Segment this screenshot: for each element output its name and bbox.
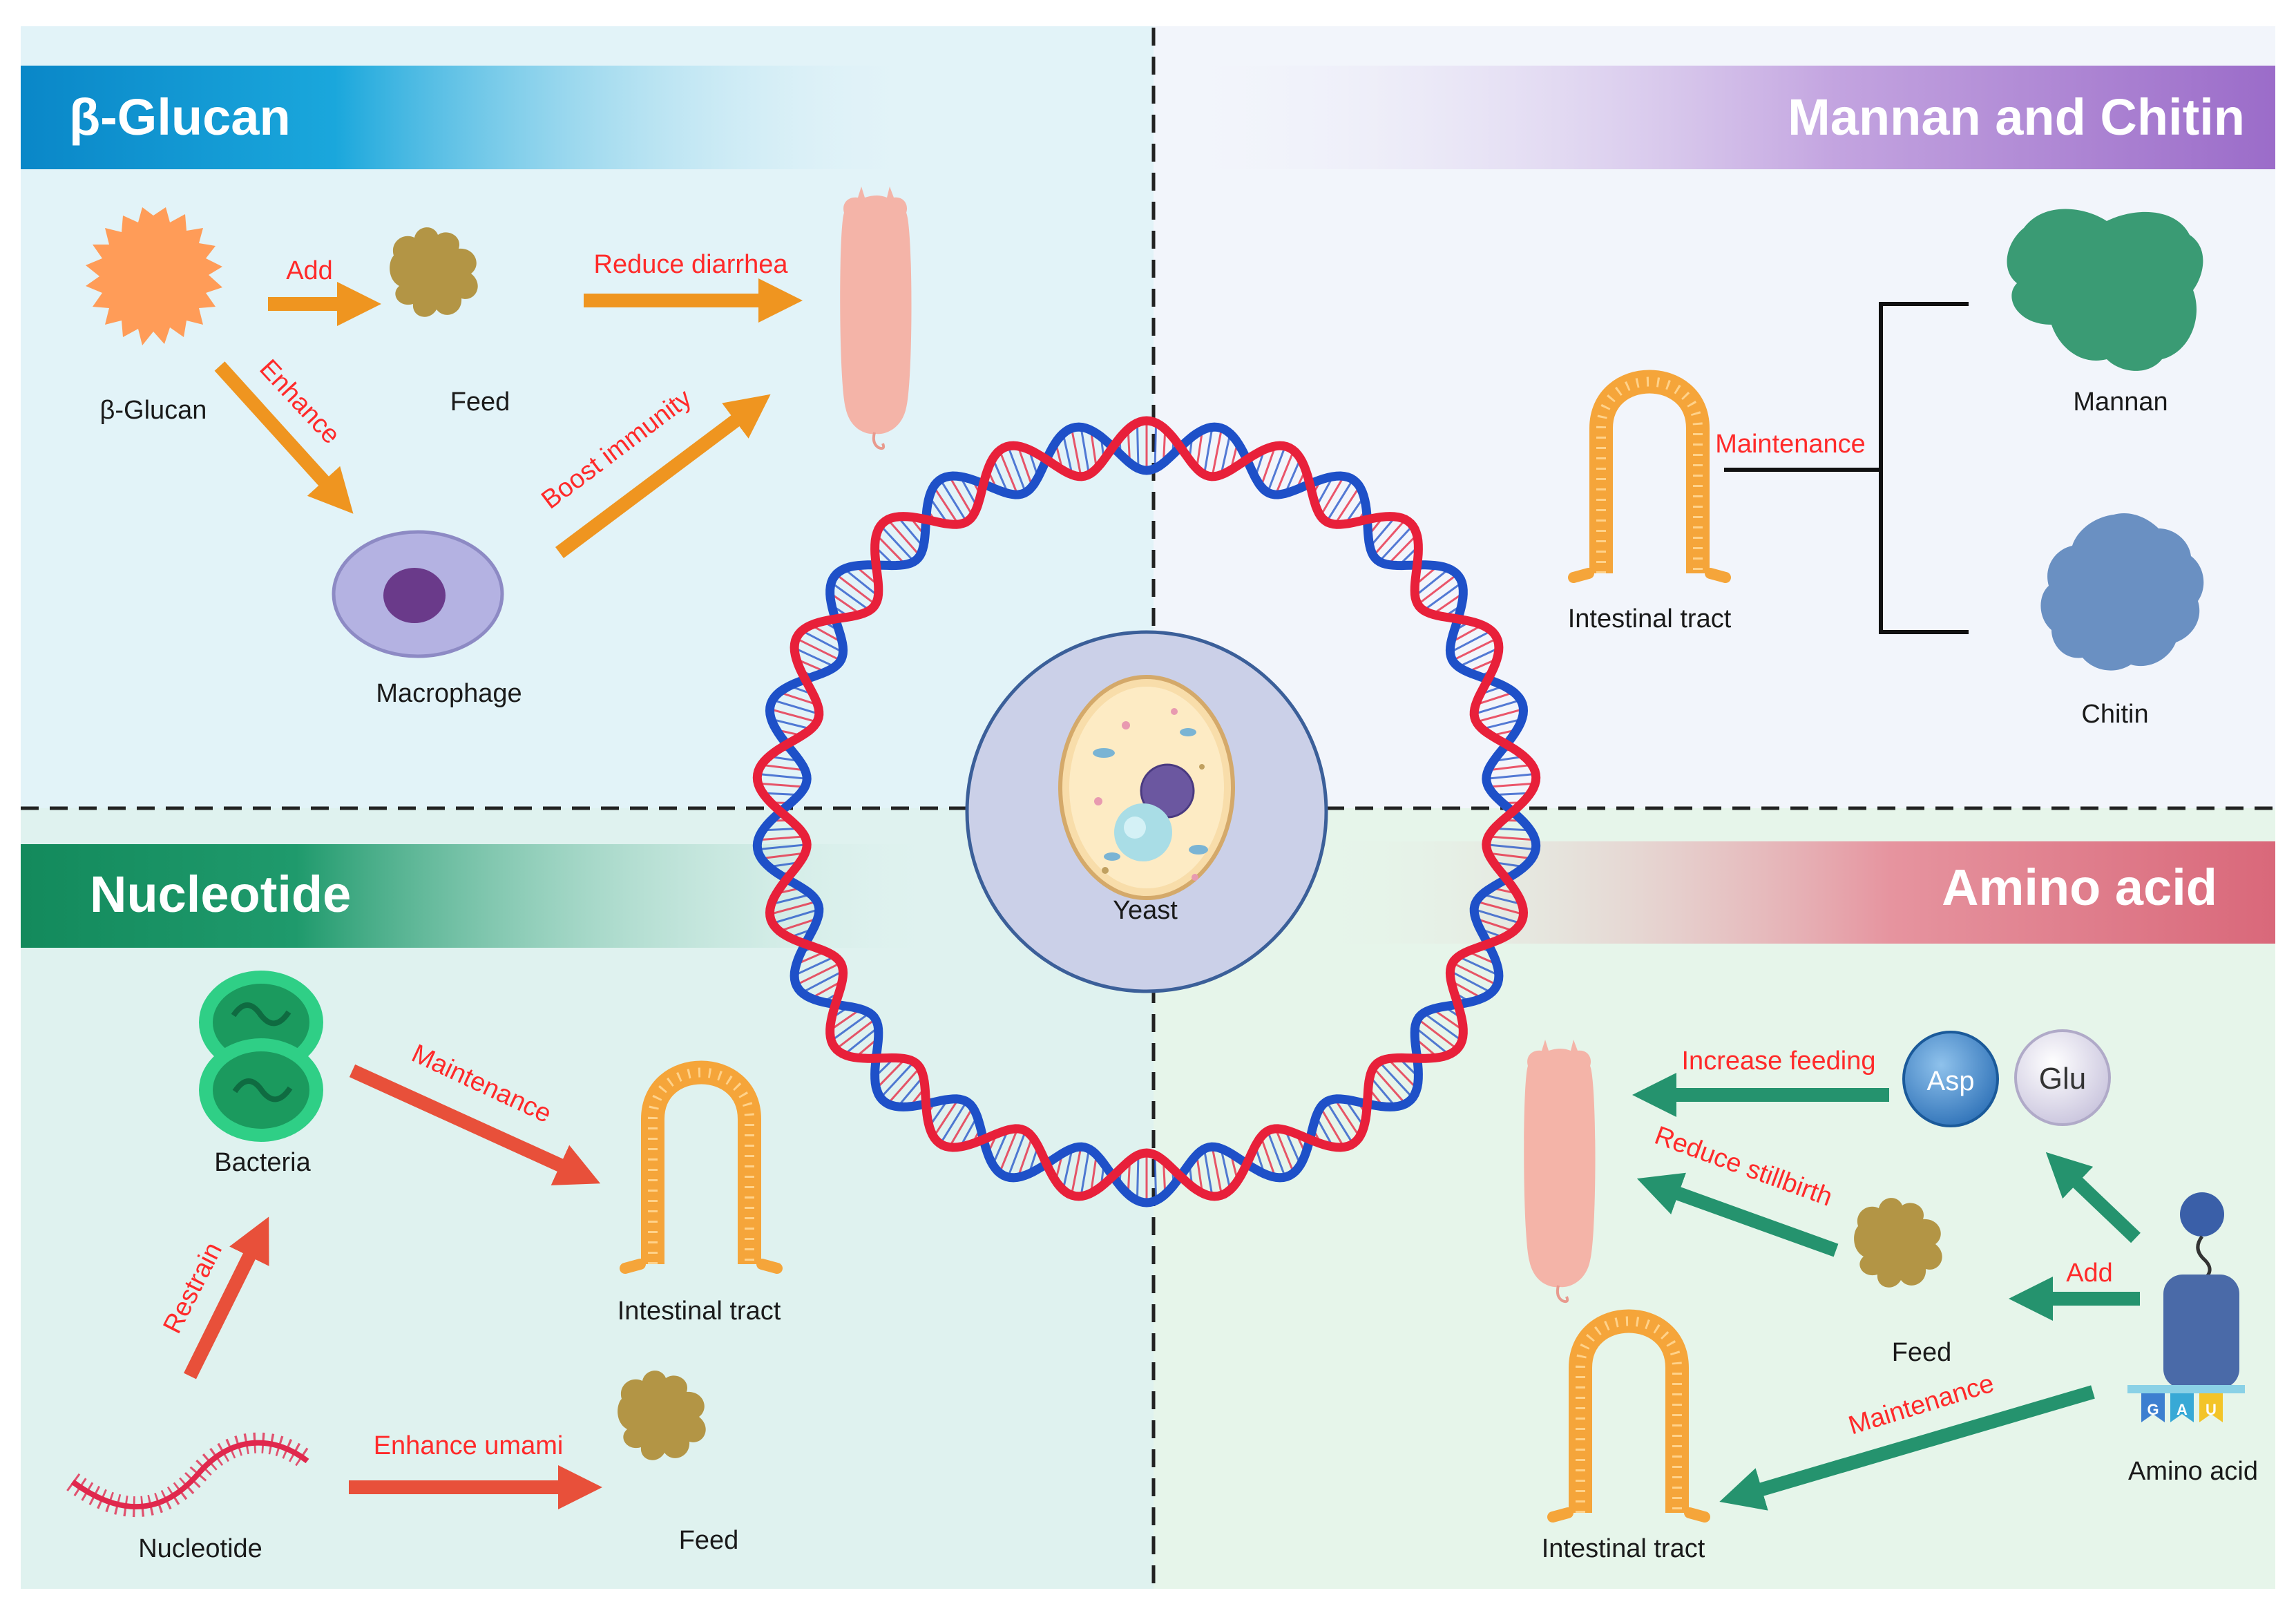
label-reduce-diarrhea: Reduce diarrhea bbox=[594, 250, 789, 279]
asp-badge-icon bbox=[1902, 1031, 1999, 1127]
header-bar-beta-glucan bbox=[21, 66, 919, 169]
label-intestinal-q2: Intestinal tract bbox=[1568, 604, 1732, 633]
arrow-reduce-stillbirth bbox=[1636, 1172, 1839, 1257]
label-nucleotide: Nucleotide bbox=[138, 1534, 262, 1563]
label-glu: Glu bbox=[2039, 1062, 2086, 1096]
label-enhance-umami: Enhance umami bbox=[374, 1431, 564, 1460]
label-a: A bbox=[2177, 1401, 2188, 1418]
dna-strand-red bbox=[752, 416, 1541, 1201]
label-intestinal-q4: Intestinal tract bbox=[1542, 1534, 1705, 1563]
label-u: U bbox=[2206, 1401, 2217, 1418]
pig-icon bbox=[839, 185, 913, 450]
header-mannan-chitin: Mannan and Chitin bbox=[1788, 88, 2245, 146]
bacteria-icon bbox=[199, 971, 323, 1142]
arrow-amino-to-glu bbox=[2045, 1152, 2141, 1243]
header-beta-glucan: β-Glucan bbox=[69, 88, 291, 146]
glu-badge-icon bbox=[2014, 1029, 2111, 1126]
glucan-blob-icon bbox=[86, 207, 222, 345]
chitin-blob-icon bbox=[2040, 513, 2204, 671]
macrophage-cell-icon bbox=[332, 530, 504, 658]
label-amino-acid: Amino acid bbox=[2128, 1457, 2258, 1486]
label-chitin: Chitin bbox=[2081, 700, 2148, 729]
label-asp: Asp bbox=[1927, 1066, 1975, 1096]
arrow-maintenance-q4 bbox=[1719, 1385, 2095, 1511]
label-feed-q4: Feed bbox=[1892, 1338, 1952, 1367]
header-bar-amino-acid bbox=[1312, 841, 2275, 944]
label-feed-q3: Feed bbox=[679, 1526, 739, 1555]
yeast-cell-icon bbox=[965, 630, 1328, 993]
arrow-enhance-q1 bbox=[214, 361, 354, 514]
label-intestinal-q3: Intestinal tract bbox=[618, 1297, 781, 1326]
label-increase-feeding: Increase feeding bbox=[1682, 1047, 1876, 1076]
label-macrophage: Macrophage bbox=[376, 679, 522, 708]
dna-ring-icon bbox=[752, 416, 1541, 1208]
arrow-maintenance-q3 bbox=[349, 1064, 601, 1185]
label-feed-q1: Feed bbox=[450, 388, 510, 417]
amino-acid-icon bbox=[2127, 1192, 2245, 1422]
label-mannan: Mannan bbox=[2073, 388, 2168, 417]
header-amino-acid: Amino acid bbox=[1942, 859, 2217, 916]
bracket-connector bbox=[1724, 302, 1969, 634]
label-beta-glucan: β-Glucan bbox=[100, 396, 207, 425]
header-bar-mannan-chitin bbox=[1174, 66, 2275, 169]
header-nucleotide: Nucleotide bbox=[90, 866, 351, 923]
label-maintenance-q2: Maintenance bbox=[1715, 430, 1866, 459]
nucleotide-strand-icon bbox=[66, 1432, 314, 1518]
label-bacteria: Bacteria bbox=[214, 1148, 311, 1177]
mannan-blob-icon bbox=[2007, 209, 2203, 371]
label-add-q4: Add bbox=[2066, 1259, 2113, 1288]
arrow-boost-immunity bbox=[555, 394, 771, 558]
label-add-q1: Add bbox=[286, 256, 333, 285]
label-g: G bbox=[2147, 1401, 2159, 1418]
pig-icon-q4 bbox=[1522, 1038, 1597, 1304]
arrow-restrain bbox=[184, 1216, 269, 1380]
label-yeast: Yeast bbox=[1113, 896, 1178, 925]
